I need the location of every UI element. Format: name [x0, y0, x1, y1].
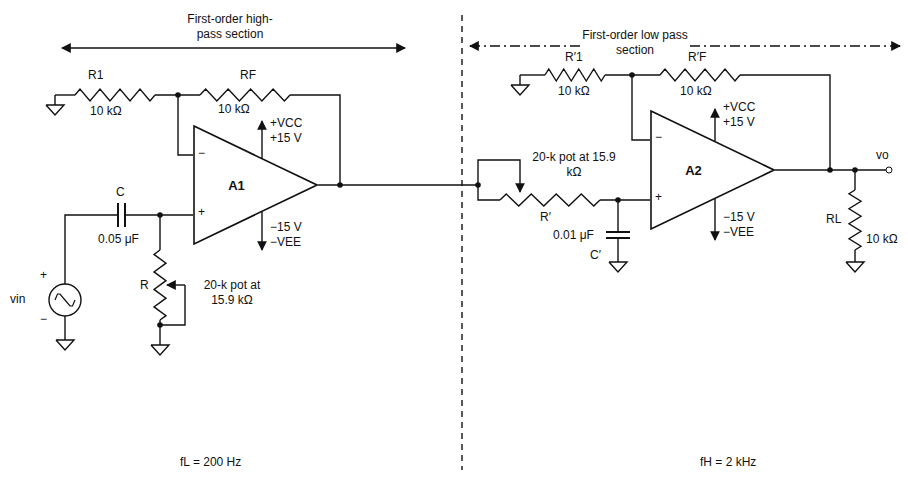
wire: [600, 199, 650, 200]
section-heading: First-order low pass section: [580, 28, 690, 58]
section-heading: First-order high-pass section: [175, 12, 285, 42]
part-name: R′1: [565, 50, 583, 65]
pin-sign: +: [655, 190, 662, 205]
part-value: 20-k pot at 15.9 kΩ: [192, 278, 272, 308]
pot-wiper: [167, 284, 185, 285]
wire: [617, 200, 618, 232]
sine-symbol: [55, 294, 75, 306]
wire: [318, 184, 478, 185]
part-name: R1: [88, 68, 103, 83]
pin-sign: −: [198, 146, 205, 161]
supply-arrow: [714, 199, 715, 240]
part-name: C′: [590, 248, 601, 263]
output-terminal: [886, 167, 892, 173]
wire: [55, 94, 75, 95]
resistor-symbol: [200, 89, 290, 101]
supply-name: −VEE: [723, 225, 754, 240]
opamp-outline: [651, 111, 774, 229]
part-value: 10 kΩ: [218, 102, 250, 117]
supply-arrow: [261, 121, 262, 158]
part-value: 10 kΩ: [866, 232, 898, 247]
wire: [775, 169, 886, 170]
polarity-sign: +: [40, 268, 47, 283]
source-symbol: [49, 284, 81, 316]
part-value: 20-k pot at 15.9 kΩ: [530, 150, 618, 180]
ground-symbol: [511, 85, 529, 95]
part-name: RF: [240, 68, 256, 83]
cutoff-frequency: fL = 200 Hz: [180, 455, 241, 470]
opamp-outline: [650, 110, 775, 230]
resistor-symbol: [75, 89, 155, 101]
supply-value: −15 V: [270, 220, 302, 235]
part-name: R′: [540, 210, 551, 225]
wire: [160, 285, 185, 325]
ground-symbol: [56, 340, 74, 350]
ground-symbol: [846, 262, 864, 272]
wire: [64, 316, 65, 340]
wire: [632, 75, 650, 140]
supply-name: +VCC: [270, 116, 302, 131]
opamp-name: A2: [685, 163, 702, 178]
part-name: RL: [826, 212, 841, 227]
pin-sign: −: [655, 130, 662, 145]
capacitor-plate: [117, 203, 119, 227]
section-arrow: [62, 47, 405, 48]
supply-arrow: [714, 109, 715, 141]
wire: [478, 185, 500, 200]
wire: [617, 238, 618, 262]
part-value: 0.05 μF: [98, 232, 139, 247]
signal-name: vo: [876, 148, 889, 163]
opamp-outline: [194, 126, 317, 244]
part-name: R′F: [688, 50, 706, 65]
part-value: 10 kΩ: [680, 84, 712, 99]
supply-value: +15 V: [270, 131, 302, 146]
part-value: 0.01 μF: [553, 228, 594, 243]
wire: [854, 250, 855, 262]
resistor-symbol: [154, 250, 166, 320]
opamp-triangle: A2: [650, 110, 775, 230]
supply-value: −15 V: [723, 210, 755, 225]
wire: [519, 75, 520, 85]
wire: [159, 215, 160, 250]
cutoff-frequency: fH = 2 kHz: [700, 455, 756, 470]
supply-arrow: [261, 212, 262, 250]
supply-name: −VEE: [270, 235, 301, 250]
ground-symbol: [609, 262, 627, 272]
wire: [178, 95, 193, 155]
capacitor-plate: [606, 231, 630, 233]
pin-sign: +: [198, 205, 205, 220]
section-divider: [461, 15, 462, 470]
signal-name: vin: [10, 292, 25, 307]
part-name: R: [140, 278, 149, 293]
supply-value: +15 V: [723, 115, 755, 130]
wire: [54, 95, 55, 105]
resistor-symbol: [500, 194, 600, 206]
supply-name: +VCC: [723, 100, 755, 115]
resistor-symbol: [545, 69, 605, 81]
wire: [520, 74, 545, 75]
resistor-symbol: [660, 69, 740, 81]
part-value: 10 kΩ: [90, 104, 122, 119]
polarity-sign: −: [40, 312, 47, 327]
opamp-name: A1: [228, 178, 245, 193]
wire: [65, 215, 118, 284]
pot-wiper: [478, 160, 520, 192]
ground-symbol: [151, 345, 169, 355]
part-name: C: [116, 185, 125, 200]
wire: [854, 170, 855, 190]
junction-dot: [157, 322, 163, 328]
resistor-symbol: [849, 190, 861, 250]
ground-symbol: [46, 105, 64, 115]
wire: [605, 74, 660, 75]
part-value: 10 kΩ: [558, 84, 590, 99]
